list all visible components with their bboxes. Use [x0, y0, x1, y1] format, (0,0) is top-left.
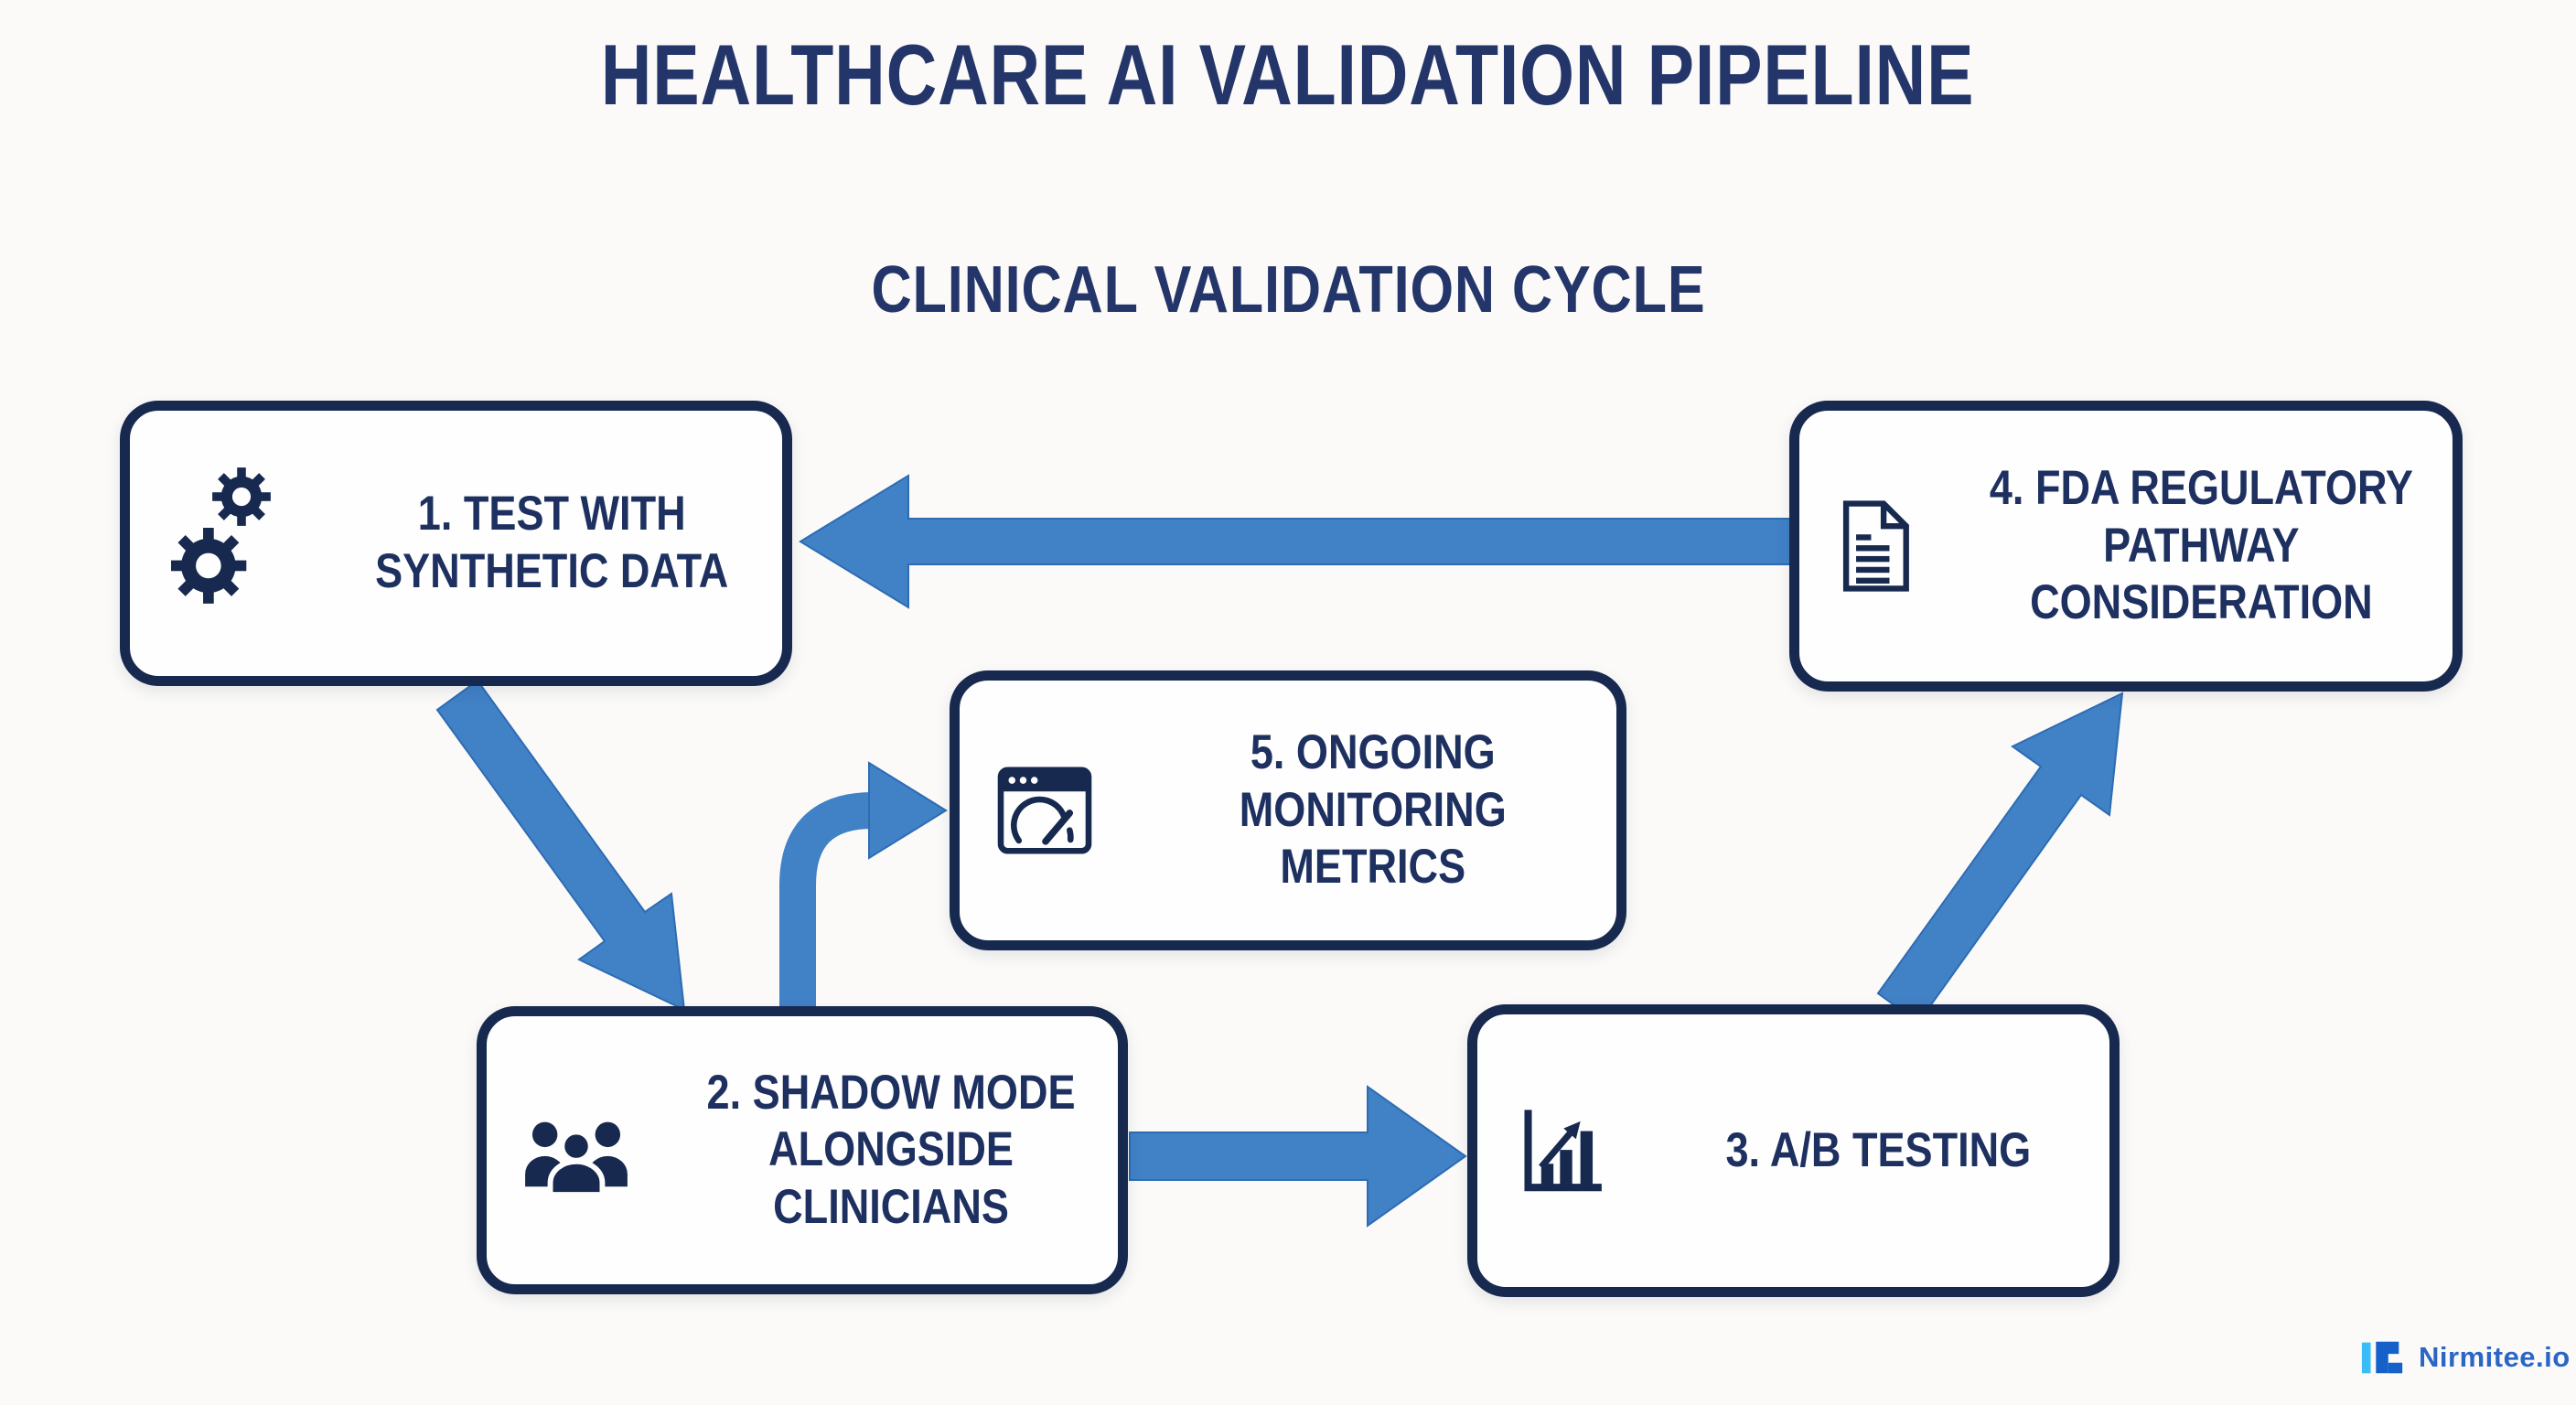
- page-title: HEALTHCARE AI VALIDATION PIPELINE: [0, 27, 2576, 123]
- page-subtitle: CLINICAL VALIDATION CYCLE: [0, 253, 2576, 327]
- arrow-2-to-5-head: [868, 761, 948, 860]
- arrow-2-to-5-curve: [779, 792, 876, 1015]
- step-label: 5. ONGOING MONITORING METRICS: [1239, 725, 1507, 895]
- step-box-fda-regulatory: 4. FDA REGULATORY PATHWAY CONSIDERATION: [1789, 401, 2463, 692]
- step-label-zone: 2. SHADOW MODE ALONGSIDE CLINICIANS: [665, 1065, 1118, 1237]
- clinicians-group-icon: [487, 1104, 665, 1197]
- arrow-1-to-2: [435, 679, 686, 1012]
- step-label: 1. TEST WITH SYNTHETIC DATA: [375, 487, 729, 598]
- step-label: 3. A/B TESTING: [1725, 1122, 2031, 1177]
- step-box-test-synthetic-data: 1. TEST WITH SYNTHETIC DATA: [120, 401, 792, 686]
- arrow-3-to-4: [1876, 692, 2124, 1024]
- brand-logo: Nirmitee.io: [2360, 1337, 2571, 1378]
- brand-logo-text: Nirmitee.io: [2419, 1341, 2571, 1373]
- bar-chart-growth-icon: [1477, 1105, 1647, 1196]
- dashboard-gauge-icon: [960, 767, 1129, 854]
- arrow-4-to-1: [799, 474, 1796, 609]
- step-label-zone: 1. TEST WITH SYNTHETIC DATA: [322, 486, 782, 600]
- step-box-ab-testing: 3. A/B TESTING: [1467, 1004, 2120, 1297]
- step-label-zone: 5. ONGOING MONITORING METRICS: [1129, 724, 1616, 896]
- arrow-2-to-3: [1129, 1085, 1467, 1228]
- gears-icon: [130, 466, 322, 621]
- step-label-zone: 4. FDA REGULATORY PATHWAY CONSIDERATION: [1950, 460, 2453, 632]
- document-icon: [1799, 499, 1950, 594]
- step-label: 2. SHADOW MODE ALONGSIDE CLINICIANS: [707, 1065, 1076, 1234]
- brand-logo-icon: [2361, 1341, 2403, 1374]
- step-label-zone: 3. A/B TESTING: [1647, 1122, 2109, 1180]
- step-box-ongoing-monitoring: 5. ONGOING MONITORING METRICS: [950, 670, 1626, 950]
- page-title-text: HEALTHCARE AI VALIDATION PIPELINE: [601, 27, 1975, 123]
- step-box-shadow-mode: 2. SHADOW MODE ALONGSIDE CLINICIANS: [477, 1006, 1128, 1294]
- page-subtitle-text: CLINICAL VALIDATION CYCLE: [870, 253, 1706, 327]
- step-label: 4. FDA REGULATORY PATHWAY CONSIDERATION: [1989, 461, 2414, 630]
